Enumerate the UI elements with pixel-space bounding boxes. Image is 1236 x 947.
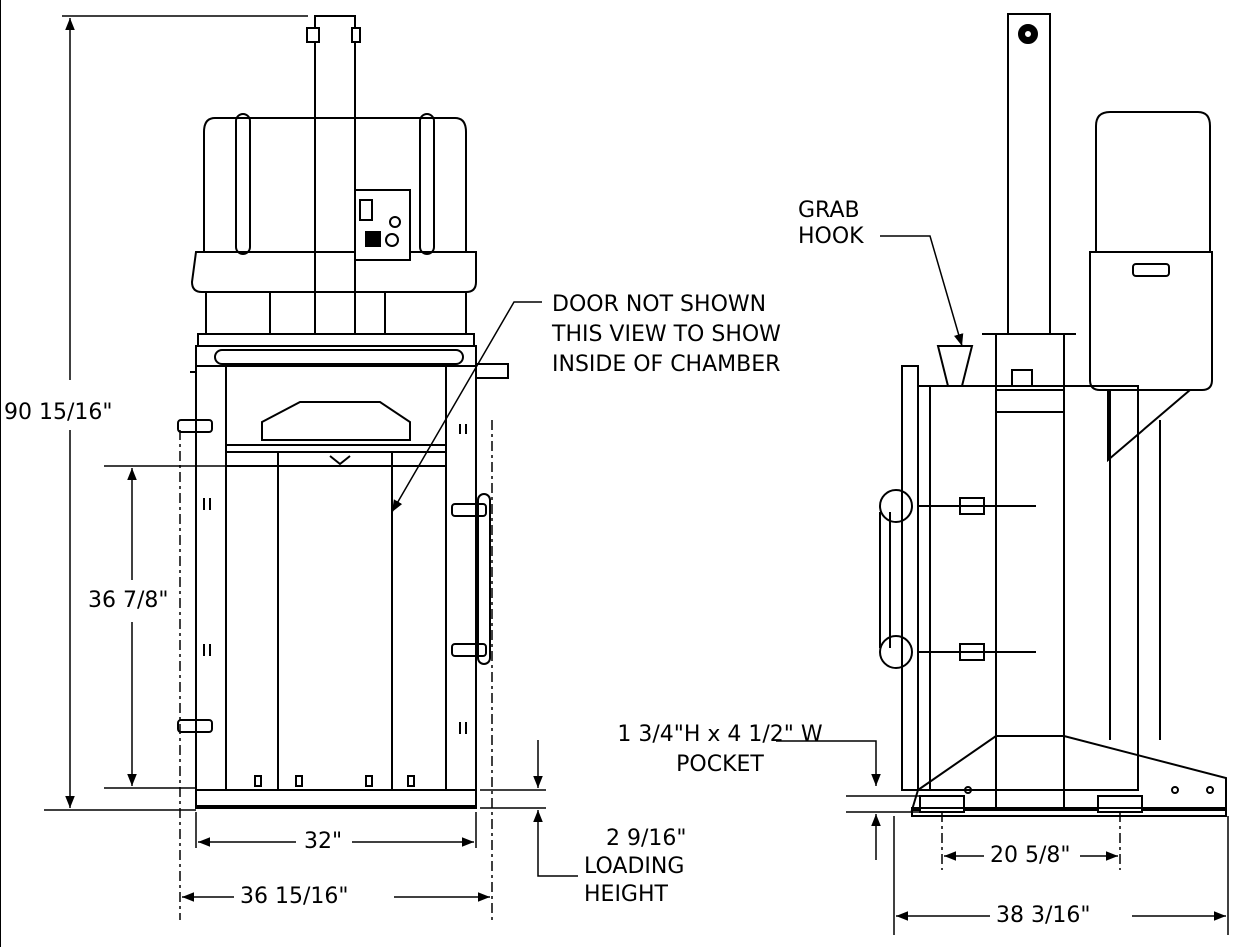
pocket-note-line-1: 1 3/4"H x 4 1/2" W <box>617 722 823 747</box>
door-note-line-3: INSIDE OF CHAMBER <box>552 352 781 377</box>
loading-height-line-2: LOADING <box>584 854 685 879</box>
front-cylinder-post <box>314 15 356 337</box>
side-view <box>878 13 1227 817</box>
loading-height-line-3: HEIGHT <box>584 882 668 907</box>
side-chamber <box>917 385 1139 791</box>
side-power-unit <box>1095 111 1211 253</box>
pocket-note-line-2: POCKET <box>676 752 764 777</box>
side-door-loop-lower <box>878 635 914 669</box>
front-dimensions <box>44 15 578 920</box>
side-fork-pocket-left <box>919 795 965 813</box>
pocket-spacing-label: 20 5/8" <box>990 841 1071 871</box>
side-fork-pocket-right <box>1097 795 1143 813</box>
inside-width-label: 32" <box>304 827 343 857</box>
side-dimensions <box>776 235 1229 935</box>
front-chamber-frame <box>195 365 477 807</box>
door-note-line-1: DOOR NOT SHOWN <box>552 292 767 317</box>
door-note: DOOR NOT SHOWN THIS VIEW TO SHOW INSIDE … <box>552 290 781 380</box>
grab-hook-line-2: HOOK <box>798 224 864 249</box>
grab-hook-note: GRAB HOOK <box>798 196 864 252</box>
front-base <box>195 789 477 809</box>
grab-hook-leader <box>880 235 964 347</box>
pocket-note: 1 3/4"H x 4 1/2" W POCKET <box>590 720 850 780</box>
overall-height-label: 90 15/16" <box>4 398 113 428</box>
door-note-leader <box>391 301 542 513</box>
front-view <box>177 15 509 809</box>
loading-height-value: 2 9/16" <box>606 826 687 851</box>
overall-depth-label: 38 3/16" <box>996 901 1091 931</box>
front-door-handle <box>477 493 491 665</box>
side-cylinder-post <box>1007 13 1051 335</box>
grab-hook-line-1: GRAB <box>798 198 860 223</box>
front-control-box <box>354 189 411 261</box>
front-platen <box>261 401 411 441</box>
chamber-height-label: 36 7/8" <box>88 586 169 616</box>
side-door <box>901 365 919 791</box>
front-top-frame <box>197 333 475 347</box>
overall-width-label: 36 15/16" <box>240 882 349 912</box>
loading-height-note: 2 9/16" LOADING HEIGHT <box>584 824 687 910</box>
side-grab-hook <box>936 345 974 387</box>
door-note-line-2: THIS VIEW TO SHOW <box>552 322 781 347</box>
side-door-loop-upper <box>878 489 914 523</box>
